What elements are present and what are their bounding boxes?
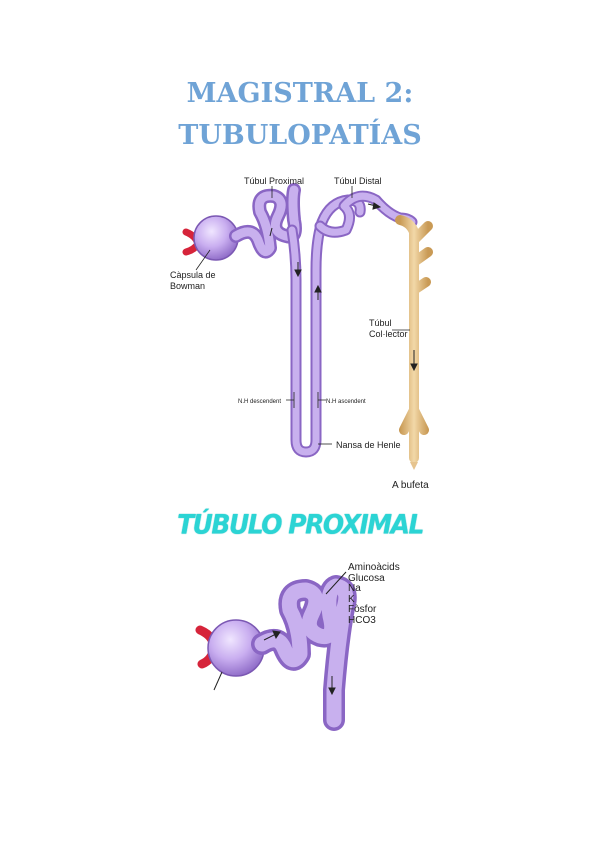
reabsorbed-list: Aminoàcids Glucosa Na K Fòsfor HCO3 [348,563,400,626]
label-distal-tubule: Túbul Distal [334,176,382,186]
reabsorbed-item: Aminoàcids [348,563,400,574]
label-bladder: A bufeta [392,480,429,491]
label-proximal-tubule: Túbul Proximal [244,176,304,186]
label-collector-2: Col·lector [369,329,408,339]
label-bowman-1: Càpsula de [170,270,216,280]
label-ascending: N.H ascendent [326,399,366,405]
reabsorbed-item: HCO3 [348,616,400,627]
label-bowman-2: Bowman [170,281,205,291]
label-descending: N.H descendent [238,399,281,405]
reabsorbed-item: Fòsfor [348,605,400,616]
reabsorbed-item: Na [348,584,400,595]
label-loop-henle: Nansa de Henle [336,440,401,450]
section-heading: TÚBULO PROXIMAL [0,509,600,539]
label-collector-1: Túbul [369,318,392,328]
